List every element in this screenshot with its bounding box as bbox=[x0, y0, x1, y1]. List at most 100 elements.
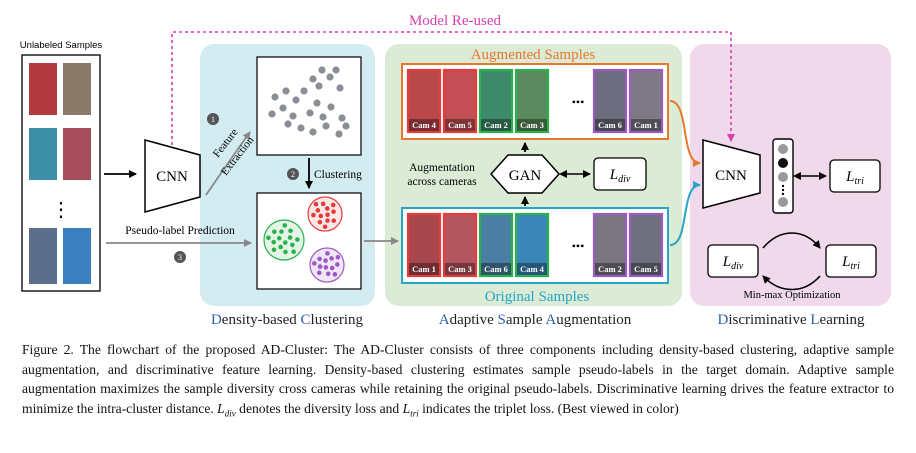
camera-label-bg bbox=[595, 119, 625, 131]
person-thumb bbox=[63, 228, 91, 284]
camera-thumb bbox=[628, 68, 664, 134]
cluster-point bbox=[271, 239, 276, 245]
cluster-point bbox=[315, 208, 321, 213]
cluster-point bbox=[330, 202, 336, 208]
unlabeled-thumbnails bbox=[29, 63, 91, 284]
cluster-point bbox=[272, 229, 277, 235]
cluster-point bbox=[317, 264, 323, 269]
cluster-point bbox=[331, 209, 336, 214]
ldiv-box-minmax bbox=[707, 244, 759, 278]
camera-label: Cam 4 bbox=[520, 264, 545, 274]
step2-number: 2 bbox=[291, 170, 295, 179]
figure-caption: Figure 2. The flowchart of the proposed … bbox=[22, 340, 894, 424]
cnn-right-label: CNN bbox=[715, 168, 747, 184]
feature-point bbox=[322, 122, 330, 130]
feature-point bbox=[319, 113, 327, 121]
cluster-point bbox=[313, 201, 319, 207]
cluster-point bbox=[279, 229, 284, 234]
camera-label-bg bbox=[409, 119, 439, 131]
caption-part2: denotes the diversity loss and bbox=[239, 400, 400, 416]
camera-label: Cam 1 bbox=[412, 264, 436, 274]
cluster-point bbox=[322, 224, 328, 230]
cluster-point bbox=[323, 258, 328, 263]
feature-node bbox=[778, 158, 788, 168]
person-thumb bbox=[63, 128, 91, 180]
section-title-density: Density-based Clustering bbox=[211, 312, 364, 328]
feature-points bbox=[268, 66, 350, 138]
feature-point bbox=[268, 110, 276, 118]
camera-thumb bbox=[406, 212, 442, 278]
ltri-label-top: Ltri bbox=[845, 169, 864, 187]
cluster-point bbox=[332, 272, 338, 277]
cluster-point bbox=[324, 206, 330, 211]
section-title-adaptive: Adaptive Sample Augmentation bbox=[439, 312, 632, 328]
camera-label: Cam 3 bbox=[520, 120, 544, 130]
camera-label-bg bbox=[517, 119, 547, 131]
feature-point bbox=[297, 124, 305, 132]
cluster-point bbox=[329, 256, 334, 261]
step3-badge bbox=[174, 251, 186, 263]
minmax-arrow-bottom bbox=[762, 275, 821, 291]
feature-point bbox=[338, 114, 346, 122]
cluster-point bbox=[288, 228, 293, 234]
step1-number: 1 bbox=[211, 115, 215, 124]
camera-label: Cam 6 bbox=[484, 264, 508, 274]
step2-badge bbox=[287, 168, 299, 180]
cluster-point bbox=[291, 249, 296, 255]
camera-thumb bbox=[514, 212, 550, 278]
cluster-point bbox=[325, 212, 330, 218]
camera-label-bg bbox=[481, 119, 511, 131]
feature-point bbox=[300, 87, 308, 95]
cluster-point bbox=[325, 218, 330, 223]
feature-dot bbox=[781, 192, 785, 196]
cluster-point bbox=[271, 247, 277, 253]
ldiv-label-adaptive: Ldiv bbox=[609, 167, 631, 185]
ldiv-label-minmax: Ldiv bbox=[722, 254, 744, 272]
ltri-label-minmax: Ltri bbox=[841, 254, 860, 272]
cluster-point bbox=[320, 201, 326, 207]
feature-scatter-box bbox=[256, 56, 362, 156]
clustering-label: Clustering bbox=[314, 169, 362, 181]
minmax-arrow-top bbox=[762, 232, 821, 249]
feature-point bbox=[271, 93, 279, 101]
feature-node bbox=[778, 197, 788, 207]
augmentation-label-1: Augmentation bbox=[409, 162, 475, 174]
ltri-box-minmax bbox=[825, 244, 877, 278]
step1-badge bbox=[207, 113, 219, 125]
augmentation-label-2: across cameras bbox=[407, 176, 477, 188]
camera-label-bg bbox=[409, 263, 439, 275]
cnn-left bbox=[144, 139, 201, 213]
camera-thumb bbox=[592, 212, 628, 278]
cluster-point bbox=[318, 213, 324, 219]
feature-point bbox=[309, 75, 317, 83]
cluster-point bbox=[278, 244, 283, 250]
cluster-point bbox=[325, 251, 330, 256]
feature-point bbox=[289, 112, 297, 120]
minmax-label: Min-max Optimization bbox=[743, 290, 841, 301]
caption-part1: Figure 2. The flowchart of the proposed … bbox=[22, 342, 894, 416]
cluster-point bbox=[329, 265, 335, 271]
cluster-point bbox=[317, 219, 323, 225]
feature-point bbox=[279, 104, 287, 112]
person-thumb bbox=[63, 63, 91, 115]
cluster-point bbox=[335, 262, 340, 267]
pseudo-label-label: Pseudo-label Prediction bbox=[125, 225, 235, 237]
feature-point bbox=[326, 73, 334, 81]
feature-point bbox=[342, 122, 350, 130]
cluster-points bbox=[266, 201, 341, 277]
camera-label: Cam 5 bbox=[634, 264, 658, 274]
unlabeled-samples-label: Unlabeled Samples bbox=[20, 40, 103, 51]
camera-thumb bbox=[514, 68, 550, 134]
augmented-samples-label: Augmented Samples bbox=[471, 47, 596, 63]
feature-dot bbox=[781, 188, 785, 192]
person-thumb bbox=[29, 228, 57, 284]
feature-point bbox=[327, 103, 335, 111]
camera-thumb bbox=[592, 68, 628, 134]
gan-label: GAN bbox=[509, 168, 542, 184]
cluster-point bbox=[287, 235, 293, 240]
camera-label-bg bbox=[631, 119, 661, 131]
feature-point bbox=[318, 66, 326, 74]
feature-dot bbox=[781, 184, 785, 188]
cluster-point bbox=[290, 242, 295, 248]
